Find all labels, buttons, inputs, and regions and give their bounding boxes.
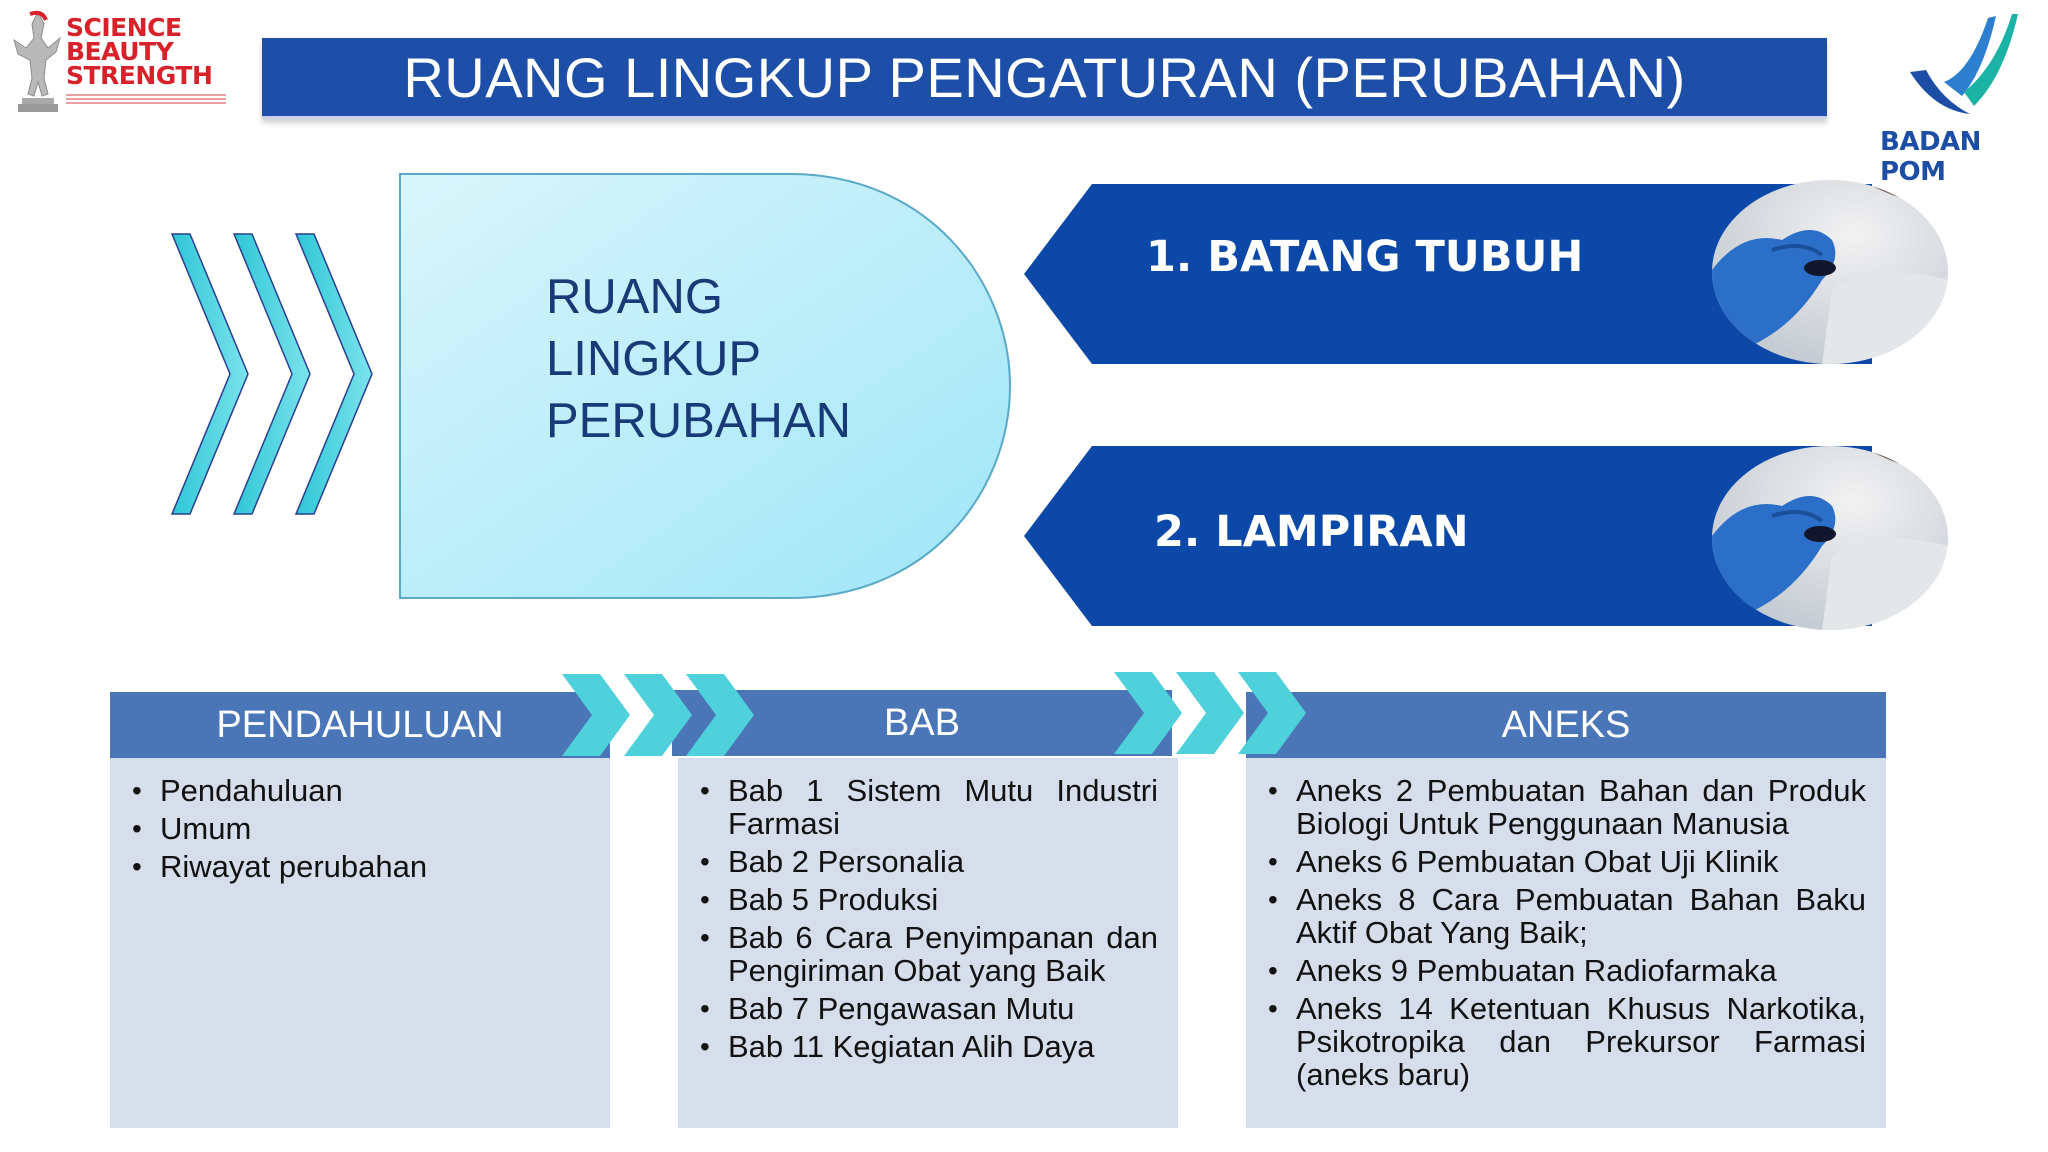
list-pendahuluan: Pendahuluan Umum Riwayat perubahan — [120, 774, 596, 883]
list-item: Riwayat perubahan — [120, 850, 596, 883]
chevrons-group-1 — [562, 674, 754, 756]
list-item: Bab 11 Kegiatan Alih Daya — [688, 1030, 1158, 1063]
ribbon-lampiran — [1024, 446, 1872, 626]
logo-fine-print — [66, 94, 226, 106]
logo-brand-text: SCIENCE BEAUTY STRENGTH — [66, 13, 213, 90]
panel-body-pendahuluan: Pendahuluan Umum Riwayat perubahan — [110, 758, 610, 1128]
list-item: Aneks 9 Pembuatan Radiofarmaka — [1256, 954, 1866, 987]
panel-body-bab: Bab 1 Sistem Mutu Industri Farmasi Bab 2… — [678, 758, 1178, 1128]
gloved-hand-capsule-image — [1712, 180, 1948, 364]
chevron-arrow — [1114, 672, 1182, 754]
list-item: Umum — [120, 812, 596, 845]
list-item: Aneks 2 Pembuatan Bahan dan Produk Biolo… — [1256, 774, 1866, 840]
panel-header-pendahuluan: PENDAHULUAN — [110, 692, 610, 758]
scope-label: RUANG LINGKUP PERUBAHAN — [546, 266, 946, 452]
list-item: Bab 5 Produksi — [688, 883, 1158, 916]
chevron-arrow — [1176, 672, 1244, 754]
list-item: Aneks 8 Cara Pembuatan Bahan Baku Aktif … — [1256, 883, 1866, 949]
logo-line-2: BEAUTY — [66, 37, 174, 66]
scope-label-line-3: PERUBAHAN — [546, 394, 851, 448]
panel-header-bab: BAB — [672, 690, 1172, 756]
list-item: Bab 6 Cara Penyimpanan dan Pengiriman Ob… — [688, 921, 1158, 987]
ribbon-batang-tubuh — [1024, 184, 1872, 364]
science-beauty-strength-logo: SCIENCE BEAUTY STRENGTH — [8, 6, 226, 116]
lab-photo-1 — [1712, 180, 1948, 364]
list-item: Bab 2 Personalia — [688, 845, 1158, 878]
list-item: Aneks 14 Ketentuan Khusus Narkotika, Psi… — [1256, 992, 1866, 1091]
panel-header-aneks: ANEKS — [1246, 692, 1886, 758]
lab-photo-2 — [1712, 446, 1948, 630]
chevron-arrow — [686, 674, 754, 756]
chevrons-group-2 — [1114, 672, 1306, 754]
list-bab: Bab 1 Sistem Mutu Industri Farmasi Bab 2… — [688, 774, 1158, 1063]
page-title: RUANG LINGKUP PENGATURAN (PERUBAHAN) — [403, 45, 1686, 109]
panel-title-bab: BAB — [883, 701, 961, 744]
checkmark-logo-icon — [1910, 14, 2018, 114]
logo-right-text: BADAN POM — [1880, 127, 1981, 187]
chevron-arrow — [562, 674, 630, 756]
list-aneks: Aneks 2 Pembuatan Bahan dan Produk Biolo… — [1256, 774, 1866, 1091]
tall-chevron-1 — [170, 233, 249, 515]
gloved-hand-capsule-image — [1712, 446, 1948, 630]
tall-chevron-3 — [294, 233, 373, 515]
ribbon-label-lampiran: 2. LAMPIRAN — [1154, 507, 1469, 557]
title-bar: RUANG LINGKUP PENGATURAN (PERUBAHAN) — [262, 38, 1827, 119]
ribbon-label-batang-tubuh: 1. BATANG TUBUH — [1146, 232, 1584, 282]
badan-pom-logo: BADAN POM — [1880, 10, 2040, 187]
logo-line-1: SCIENCE — [66, 13, 182, 42]
panel-title-pendahuluan: PENDAHULUAN — [216, 703, 504, 746]
scope-label-line-1: RUANG — [546, 270, 723, 324]
statue-icon — [13, 10, 61, 112]
list-item: Bab 1 Sistem Mutu Industri Farmasi — [688, 774, 1158, 840]
scope-shape — [399, 173, 1012, 599]
tall-chevrons-graphic — [170, 233, 373, 515]
chevron-arrow — [1238, 672, 1306, 754]
logo-line-3: STRENGTH — [66, 61, 213, 90]
tall-chevron-2 — [232, 233, 311, 515]
chevron-arrow — [624, 674, 692, 756]
list-item: Aneks 6 Pembuatan Obat Uji Klinik — [1256, 845, 1866, 878]
list-item: Bab 7 Pengawasan Mutu — [688, 992, 1158, 1025]
list-item: Pendahuluan — [120, 774, 596, 807]
panel-title-aneks: ANEKS — [1501, 703, 1631, 746]
scope-label-line-2: LINGKUP — [546, 332, 762, 386]
panel-body-aneks: Aneks 2 Pembuatan Bahan dan Produk Biolo… — [1246, 758, 1886, 1128]
